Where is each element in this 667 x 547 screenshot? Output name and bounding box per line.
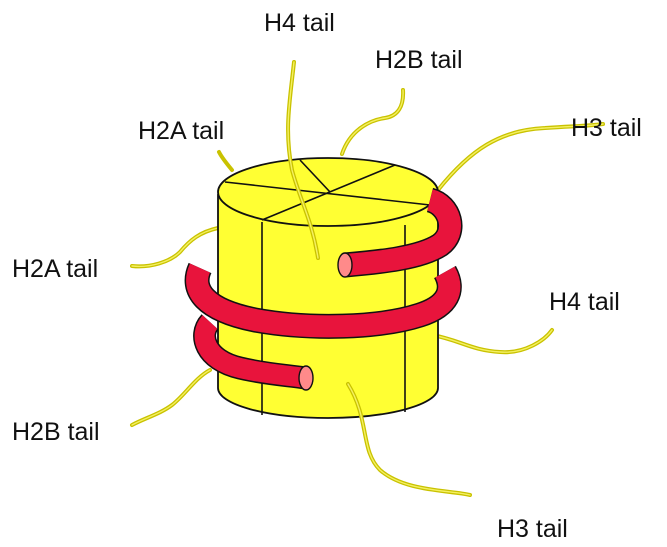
label-h3-tail-bottom: H3 tail [497,515,568,543]
label-h2a-tail-top: H2A tail [138,117,224,145]
tail-h2a-top [219,152,232,170]
dna-end-cap-lower [299,366,313,390]
label-h2a-tail-left: H2A tail [12,255,98,283]
label-h3-tail-right: H3 tail [571,114,642,142]
tail-h2a-left [132,228,218,266]
label-h4-tail-right: H4 tail [549,288,620,316]
label-h2b-tail-top: H2B tail [375,46,463,74]
dna-end-cap-upper [338,253,352,277]
tail-h4-right [432,330,552,352]
label-h2b-tail-left: H2B tail [12,418,100,446]
label-h4-tail-top: H4 tail [264,9,335,37]
